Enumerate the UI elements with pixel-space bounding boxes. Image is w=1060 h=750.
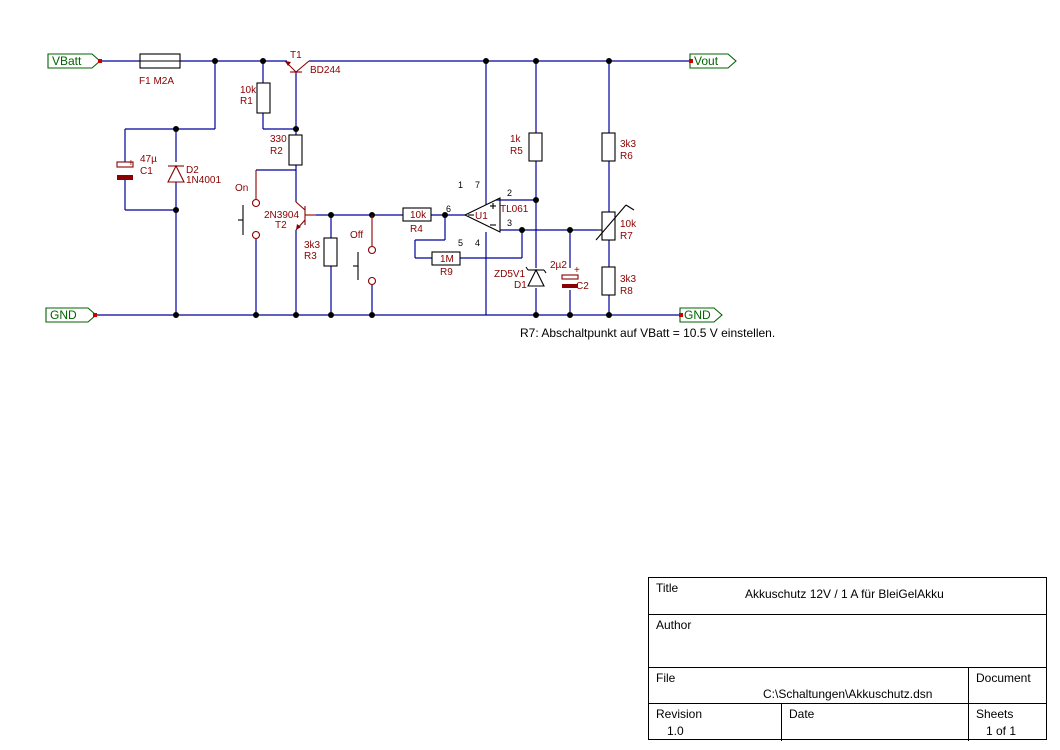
sheets-label: Sheets — [976, 707, 1014, 721]
svg-text:On: On — [235, 183, 248, 194]
svg-text:4: 4 — [475, 238, 480, 248]
svg-text:C2: C2 — [576, 281, 589, 292]
resistor-r3: 3k3 R3 — [304, 237, 338, 267]
svg-text:D2: D2 — [186, 165, 199, 176]
zener-diode-d1: ZD5V1 D1 — [494, 266, 547, 291]
svg-text:1k: 1k — [510, 134, 522, 145]
resistor-r8: 3k3 R8 — [601, 266, 637, 297]
adjustment-note: R7: Abschaltpunkt auf VBatt = 10.5 V ein… — [520, 326, 775, 340]
port-vout-label: Vout — [694, 54, 719, 68]
svg-text:U1: U1 — [475, 211, 488, 222]
wires — [96, 60, 690, 316]
svg-text:T1: T1 — [290, 50, 302, 61]
port-vbatt: VBatt — [47, 53, 102, 69]
svg-text:10k: 10k — [620, 219, 637, 230]
resistor-r4: 10k R4 — [402, 207, 432, 235]
transistor-t1: T1 BD244 — [284, 50, 341, 76]
svg-text:5: 5 — [458, 238, 463, 248]
sheets-value: 1 of 1 — [986, 724, 1017, 738]
capacitor-c1: + 47µ C1 — [116, 154, 157, 180]
svg-text:47µ: 47µ — [140, 154, 157, 165]
capacitor-c2: + 2µ2 C2 — [550, 260, 589, 292]
title-block: Title Akkuschutz 12V / 1 A für BleiGelAk… — [648, 577, 1047, 741]
junction-dots — [173, 58, 612, 318]
file-row: File C:\Schaltungen\Akkuschutz.dsn Docum… — [649, 668, 1046, 704]
document-label: Document — [976, 671, 1031, 685]
resistor-r2: 330 R2 — [270, 134, 303, 166]
svg-text:3: 3 — [507, 218, 512, 228]
svg-text:2N3904: 2N3904 — [264, 210, 299, 221]
resistor-r5: 1k R5 — [510, 132, 543, 162]
title-value: Akkuschutz 12V / 1 A für BleiGelAkku — [745, 587, 944, 601]
svg-text:3k3: 3k3 — [620, 139, 637, 150]
svg-text:3k3: 3k3 — [620, 274, 637, 285]
svg-text:2: 2 — [507, 188, 512, 198]
author-label: Author — [656, 618, 692, 632]
port-gnd-left-label: GND — [50, 308, 77, 322]
title-label: Title — [656, 581, 679, 595]
svg-text:R9: R9 — [440, 267, 453, 278]
port-vbatt-label: VBatt — [52, 54, 82, 68]
svg-text:BD244: BD244 — [310, 65, 341, 76]
svg-text:C1: C1 — [140, 166, 153, 177]
port-gnd-right: GND — [679, 307, 723, 323]
potentiometer-r7: 10k R7 — [595, 204, 637, 242]
file-cell: File C:\Schaltungen\Akkuschutz.dsn — [649, 668, 969, 703]
date-label: Date — [789, 707, 815, 721]
sheets-cell: Sheets 1 of 1 — [969, 704, 1046, 741]
switch-on: On — [235, 170, 261, 240]
revision-label: Revision — [656, 707, 703, 721]
svg-text:R2: R2 — [270, 146, 283, 157]
date-cell: Date — [782, 704, 969, 741]
port-gnd-right-label: GND — [684, 308, 711, 322]
svg-text:7: 7 — [475, 180, 480, 190]
resistor-r1: 10k R1 — [240, 82, 271, 114]
svg-text:ZD5V1: ZD5V1 — [494, 269, 526, 280]
svg-text:1N4001: 1N4001 — [186, 175, 221, 186]
svg-text:D1: D1 — [514, 280, 527, 291]
svg-text:6: 6 — [446, 204, 451, 214]
svg-text:1M: 1M — [440, 254, 454, 265]
diode-d2: D2 1N4001 — [167, 164, 221, 186]
port-vout: Vout — [689, 53, 737, 69]
fuse-f1: F1 M2A — [139, 53, 181, 87]
resistor-r6: 3k3 R6 — [601, 132, 637, 162]
svg-text:Off: Off — [350, 230, 363, 241]
svg-text:TL061: TL061 — [500, 204, 529, 215]
svg-text:R3: R3 — [304, 251, 317, 262]
revision-cell: Revision 1.0 — [649, 704, 782, 741]
svg-text:R6: R6 — [620, 151, 633, 162]
author-row: Author — [649, 615, 1046, 668]
svg-text:2µ2: 2µ2 — [550, 260, 567, 271]
svg-text:10k: 10k — [240, 85, 257, 96]
svg-text:R5: R5 — [510, 146, 523, 157]
port-gnd-left: GND — [45, 307, 97, 323]
resistor-r9: 1M R9 — [431, 251, 461, 278]
revision-value: 1.0 — [667, 724, 684, 738]
svg-text:3k3: 3k3 — [304, 240, 321, 251]
opamp-u1: U1 TL061 1 7 2 6 3 5 4 — [446, 180, 529, 248]
file-label: File — [656, 671, 676, 685]
title-row: Title Akkuschutz 12V / 1 A für BleiGelAk… — [649, 578, 1046, 615]
svg-text:R1: R1 — [240, 96, 253, 107]
svg-text:+: + — [128, 158, 134, 169]
revision-row: Revision 1.0 Date Sheets 1 of 1 — [649, 704, 1046, 741]
transistor-t2: 2N3904 T2 — [264, 201, 316, 231]
svg-text:R7: R7 — [620, 231, 633, 242]
svg-text:10k: 10k — [410, 210, 427, 221]
file-value: C:\Schaltungen\Akkuschutz.dsn — [763, 687, 933, 701]
switch-off: Off — [350, 215, 377, 286]
svg-text:F1 M2A: F1 M2A — [139, 76, 174, 87]
svg-text:330: 330 — [270, 134, 287, 145]
svg-text:T2: T2 — [275, 220, 287, 231]
svg-text:1: 1 — [458, 180, 463, 190]
svg-text:+: + — [574, 265, 580, 276]
svg-text:R4: R4 — [410, 224, 423, 235]
document-cell: Document — [969, 668, 1046, 703]
svg-text:R8: R8 — [620, 286, 633, 297]
